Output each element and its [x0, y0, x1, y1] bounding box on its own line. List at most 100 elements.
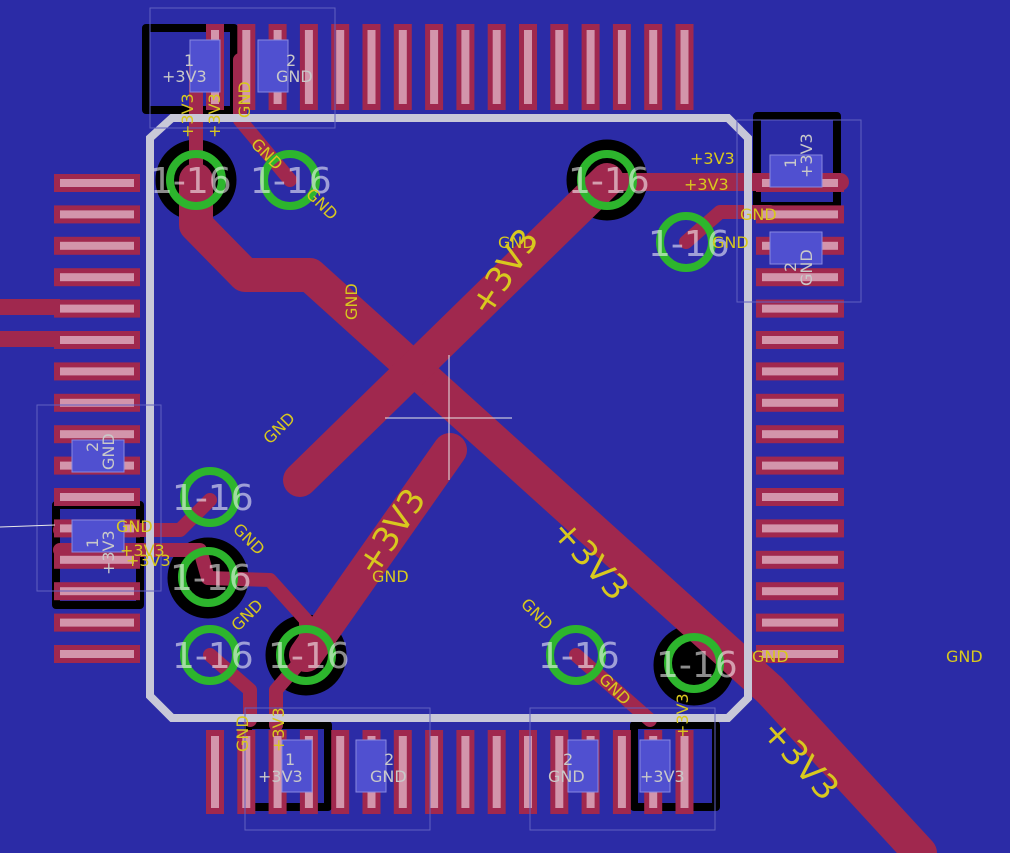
- ic-pad-right-surface: [762, 461, 838, 470]
- origin-crosshair: [0, 355, 512, 528]
- pad-net-plus: +3V3: [162, 67, 207, 86]
- pad-net-plus: +3V3: [258, 767, 303, 786]
- via-label: 1-16: [568, 161, 650, 202]
- net-label-gnd: GND: [712, 233, 749, 252]
- via-label: 1-16: [268, 636, 350, 677]
- ic-pad-top-surface: [555, 30, 564, 104]
- ic-pad-bottom-surface: [242, 736, 251, 808]
- net-label-gnd: GND: [946, 647, 983, 666]
- net-label-gnd: GND: [752, 647, 789, 666]
- via-label: 1-16: [538, 636, 620, 677]
- ic-pad-right-surface: [762, 210, 838, 219]
- via-label: 1-16: [172, 478, 254, 519]
- vias: [166, 150, 724, 693]
- ic-pad-top-surface: [367, 30, 376, 104]
- ic-pad-top-surface: [398, 30, 407, 104]
- ic-pad-right-surface: [762, 524, 838, 533]
- ic-pad-right-surface: [762, 430, 838, 439]
- via-label: 1-16: [648, 224, 730, 265]
- left-edge-copper-1: [0, 299, 60, 315]
- component-left[interactable]: GND 2 +3V3 1: [36, 404, 162, 592]
- ic-pad-right-surface: [762, 587, 838, 596]
- ic-pad-bottom-surface: [430, 736, 439, 808]
- via-5: [180, 467, 240, 527]
- ic-pad-bottom-surface: [211, 736, 219, 808]
- ic-pad-bottom-surface: [617, 736, 626, 808]
- trace-diagonal-exit: [753, 673, 937, 853]
- pad-net-gnd: GND: [548, 767, 585, 786]
- via-label: 1-16: [656, 645, 738, 686]
- net-label-gnd: GND: [233, 715, 252, 752]
- trace-left-plus: [201, 571, 313, 662]
- ic-pad-right-surface: [762, 618, 838, 627]
- via-8: [276, 625, 336, 685]
- net-label-plus: +3V3: [120, 541, 165, 560]
- via-label: 1-16: [250, 161, 332, 202]
- pad-net-gnd: GND: [797, 249, 816, 286]
- trace-plus-3v3-lower: [289, 433, 467, 672]
- ic-silkscreen-outline: [146, 114, 752, 722]
- net-label-gnd: GND: [740, 205, 777, 224]
- via-1: [166, 150, 226, 210]
- ic-pad-top-surface: [680, 30, 689, 104]
- component-bottom-right[interactable]: 2 GND +3V3: [529, 707, 716, 831]
- trace-bottom-plus: [269, 648, 313, 732]
- net-label-gnd: GND: [116, 517, 153, 536]
- ic-pad-bottom-surface: [524, 736, 532, 808]
- via-7: [180, 625, 240, 685]
- ic-pad-right-surface: [762, 398, 838, 407]
- net-label-plus: +3V3: [126, 551, 171, 570]
- ic-pad-top-surface: [492, 30, 501, 104]
- pad-number-2: 2: [781, 262, 800, 272]
- ic-pad-left-surface: [60, 555, 134, 564]
- ic-pad-top-surface: [586, 30, 595, 104]
- pad-net-gnd: GND: [276, 67, 313, 86]
- via-4: [656, 212, 716, 272]
- pad-net-gnd: GND: [370, 767, 407, 786]
- trace-right-gnd: [679, 205, 777, 249]
- ic-pad-left-surface: [60, 179, 134, 187]
- net-label-gnd: GND: [372, 567, 409, 586]
- component-bottom-left[interactable]: +3V3 1 2 GND: [244, 707, 431, 831]
- via-9: [546, 625, 606, 685]
- ic-pad-right-surface: [762, 336, 838, 344]
- ic-pad-bottom-surface: [680, 736, 689, 808]
- via-2: [260, 150, 320, 210]
- ic-pad-top-surface: [336, 30, 345, 104]
- pad-number-2: 2: [563, 750, 573, 769]
- ic-pad-left-surface: [60, 398, 134, 407]
- net-label-plus: +3V3: [269, 707, 288, 752]
- trace-bottom-left: [203, 648, 257, 727]
- ic-pad-top-surface: [430, 30, 439, 104]
- via-label: 1-16: [150, 161, 232, 202]
- left-edge-copper-2: [0, 331, 60, 347]
- via-10: [664, 633, 724, 693]
- via-3: [577, 150, 637, 210]
- pad-net-gnd: GND: [99, 433, 118, 470]
- ic-pad-left-surface: [60, 493, 134, 501]
- ic-pad-right-surface: [762, 650, 838, 658]
- trace-plus-3v3-upper: [283, 163, 624, 497]
- ic-pad-top-surface: [649, 30, 658, 104]
- ic-pad-top-surface: [242, 30, 251, 104]
- ic-pad-bottom-surface: [336, 736, 345, 808]
- pad-net-plus: +3V3: [797, 133, 816, 178]
- component-right[interactable]: +3V3 1 2 GND: [736, 119, 862, 303]
- ic-pad-bottom-surface: [492, 736, 501, 808]
- ic-pad-left-surface: [60, 618, 134, 627]
- pad-number-1: 1: [781, 158, 800, 168]
- ic-pad-left-surface: [60, 430, 134, 439]
- ic-pad-bottom-surface: [461, 736, 470, 808]
- ic-pads-top: [206, 24, 694, 110]
- ic-pad-right-surface: [762, 555, 838, 564]
- via-label: 1-16: [170, 558, 252, 599]
- ic-pad-right-surface: [762, 367, 838, 376]
- ic-pad-top-surface: [304, 30, 313, 104]
- pad-number-1: 1: [184, 51, 194, 70]
- pad-number-2: 2: [83, 442, 102, 452]
- ic-pad-top-surface: [617, 30, 626, 104]
- component-top-left[interactable]: 1 2 +3V3 GND: [149, 7, 336, 129]
- ic-pad-right-surface: [762, 493, 838, 501]
- ic-pad-left-surface: [60, 304, 134, 313]
